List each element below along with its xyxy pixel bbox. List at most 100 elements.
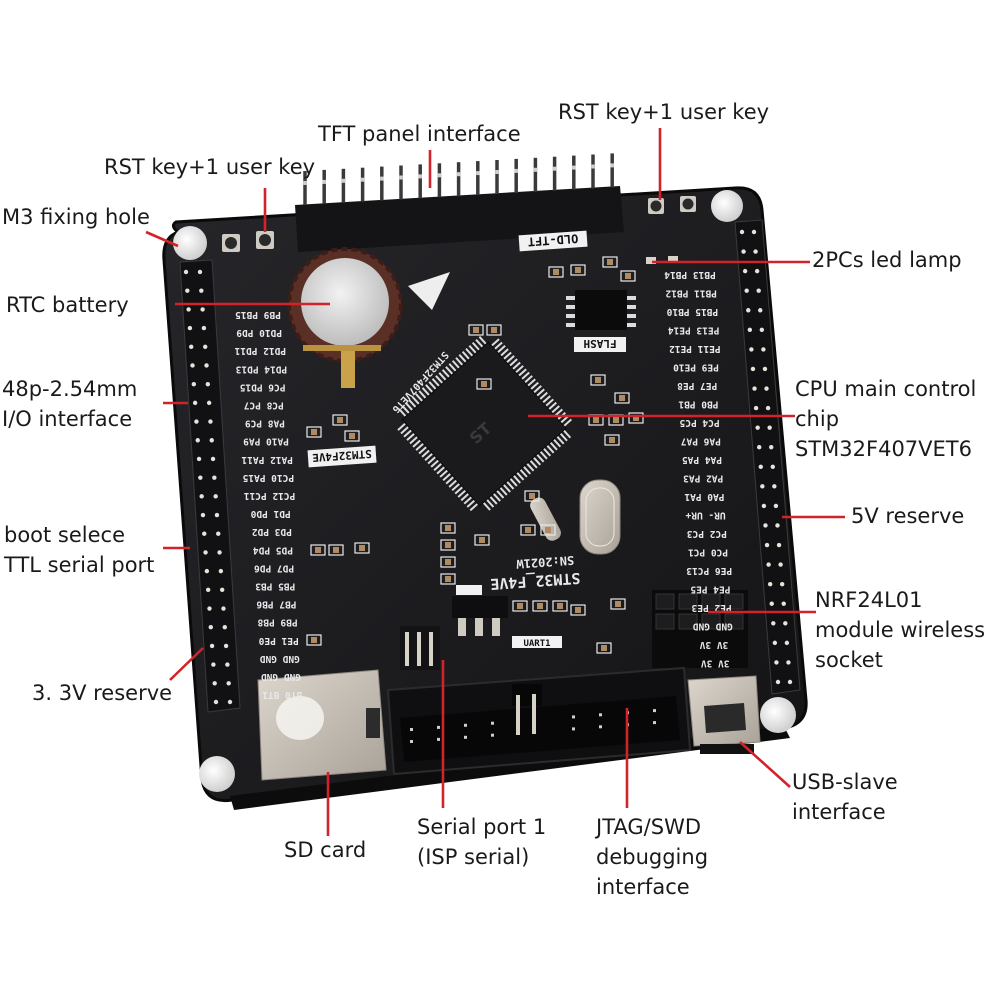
callout-3v3-reserve: 3. 3V reserve [32, 678, 172, 708]
callout-line: Serial port 1 [417, 815, 547, 839]
smd-part [601, 645, 607, 651]
cpu-pin [448, 479, 458, 488]
callout-line: RST key+1 user key [104, 155, 316, 179]
header-pin [204, 363, 209, 368]
header-pin [754, 268, 760, 274]
header-pin [769, 445, 774, 450]
header-pin [187, 325, 193, 331]
cpu-pin [415, 393, 424, 402]
callout-rst-key-left: RST key+1 user key [104, 152, 315, 182]
cpu-pin [549, 441, 558, 451]
cpu-pin [527, 378, 536, 387]
flash-chip: FLASH [566, 290, 636, 352]
header-pin [762, 366, 768, 372]
smd-footprint [570, 264, 586, 276]
jtag-pin [464, 735, 467, 739]
smd-footprint [548, 266, 564, 278]
smd-part [525, 527, 531, 533]
m3-hole-bottom-left [199, 756, 235, 792]
header-pin [764, 386, 769, 391]
header-pin [214, 512, 220, 518]
header-pin [761, 347, 766, 352]
header-pin [773, 503, 779, 509]
header-pin [208, 625, 213, 630]
header-pin [775, 679, 781, 685]
header-pin [749, 347, 754, 352]
callout-line: debugging [596, 845, 709, 869]
smd-part [359, 545, 365, 551]
smd-footprint [610, 598, 626, 610]
header-pin [199, 494, 204, 499]
smd-footprint [552, 600, 568, 612]
pin-label: PA12 PA11 [241, 454, 293, 465]
pin-label: PA4 PA5 [682, 454, 722, 465]
header-pin [787, 679, 793, 685]
header-pin [221, 606, 226, 611]
pin-label: PC8 PC7 [244, 400, 284, 411]
cpu-pin [509, 358, 518, 367]
header-pin [209, 438, 214, 443]
sd-card-slot [257, 669, 387, 781]
cpu-pin [496, 489, 505, 499]
cpu-pin [397, 422, 407, 431]
pin-label: UR- UR+ [685, 510, 725, 521]
cpu-pin [524, 375, 533, 384]
header-pin [752, 386, 757, 391]
cpu-pin [458, 354, 467, 363]
jtag-pin [410, 740, 413, 743]
header-pin [744, 288, 749, 293]
flash-pin [627, 296, 636, 300]
jtag-pin [437, 725, 440, 729]
smd-footprint [468, 324, 484, 336]
rtc-battery-holder [287, 247, 403, 388]
leader-line [739, 741, 791, 788]
header-pin [212, 475, 217, 480]
header-pin [209, 643, 215, 649]
cpu-pin [441, 369, 451, 378]
smd-footprint [332, 414, 348, 426]
callout-line: 3. 3V reserve [32, 681, 173, 705]
cpu-pin [512, 361, 521, 370]
jtag-pin [599, 713, 602, 717]
header-pin [783, 621, 788, 626]
crystal-y1 [530, 497, 561, 541]
header-pin [227, 699, 233, 705]
smd-footprint [524, 490, 540, 502]
cpu-pin [560, 415, 569, 424]
header-pin [205, 381, 211, 387]
board-logo [408, 272, 450, 310]
cpu-pin [451, 360, 461, 369]
cpu-pin [421, 387, 430, 396]
header-pin [200, 307, 205, 312]
smd-part [557, 603, 563, 609]
callout-line: M3 fixing hole [2, 205, 150, 229]
mini-usb-connector [687, 675, 761, 754]
cpu-pin [469, 502, 479, 512]
flash-silk-label: FLASH [583, 337, 616, 350]
callout-line: 5V reserve [851, 504, 965, 528]
cpu-pin [435, 375, 444, 384]
pin-label: PD1 PD0 [250, 508, 290, 519]
smd-part [537, 603, 543, 609]
header-pin [769, 601, 774, 606]
smd-part [315, 547, 321, 553]
header-pin [750, 366, 756, 372]
cpu-pin [448, 363, 457, 372]
smd-part [333, 547, 339, 553]
header-pin [195, 438, 200, 443]
smd-part [473, 327, 479, 333]
uart-pin [405, 632, 409, 666]
pin-label: PD5 PD4 [253, 544, 293, 555]
pin-label: PE4 PE5 [690, 584, 730, 595]
cpu-pin [455, 357, 464, 366]
cpu-pin [522, 465, 531, 475]
callout-line: CPU main control [795, 377, 977, 401]
header-pin [771, 621, 776, 626]
smd-part [633, 415, 639, 421]
smd-footprint [310, 544, 326, 556]
cpu-pin [451, 482, 461, 492]
header-pin [751, 229, 757, 235]
smd-part [593, 417, 599, 423]
callout-line: JTAG/SWD [596, 815, 701, 839]
